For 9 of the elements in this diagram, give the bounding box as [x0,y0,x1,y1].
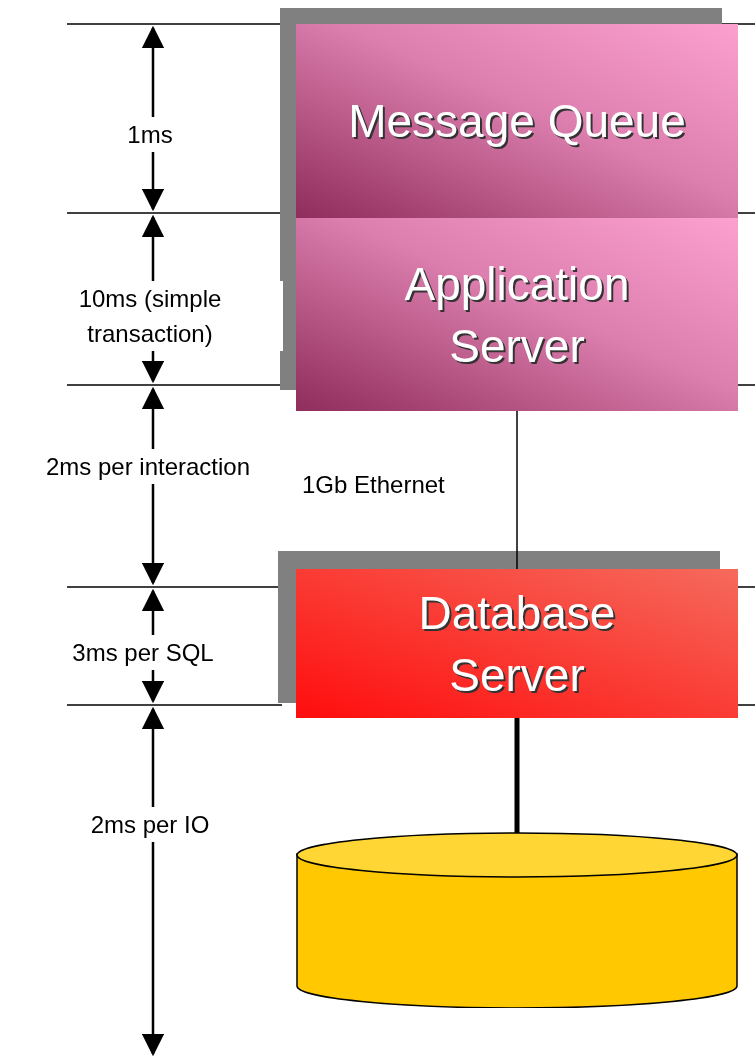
server-box [296,569,738,718]
connector-line [516,410,518,570]
node-title: Database Server [417,585,617,703]
connector-line [514,718,520,834]
server-box [296,24,738,218]
node-title: Application Server [403,256,631,374]
node-title: Message Queue [348,94,686,149]
database-cylinder [296,832,738,1008]
server-box [296,218,738,411]
